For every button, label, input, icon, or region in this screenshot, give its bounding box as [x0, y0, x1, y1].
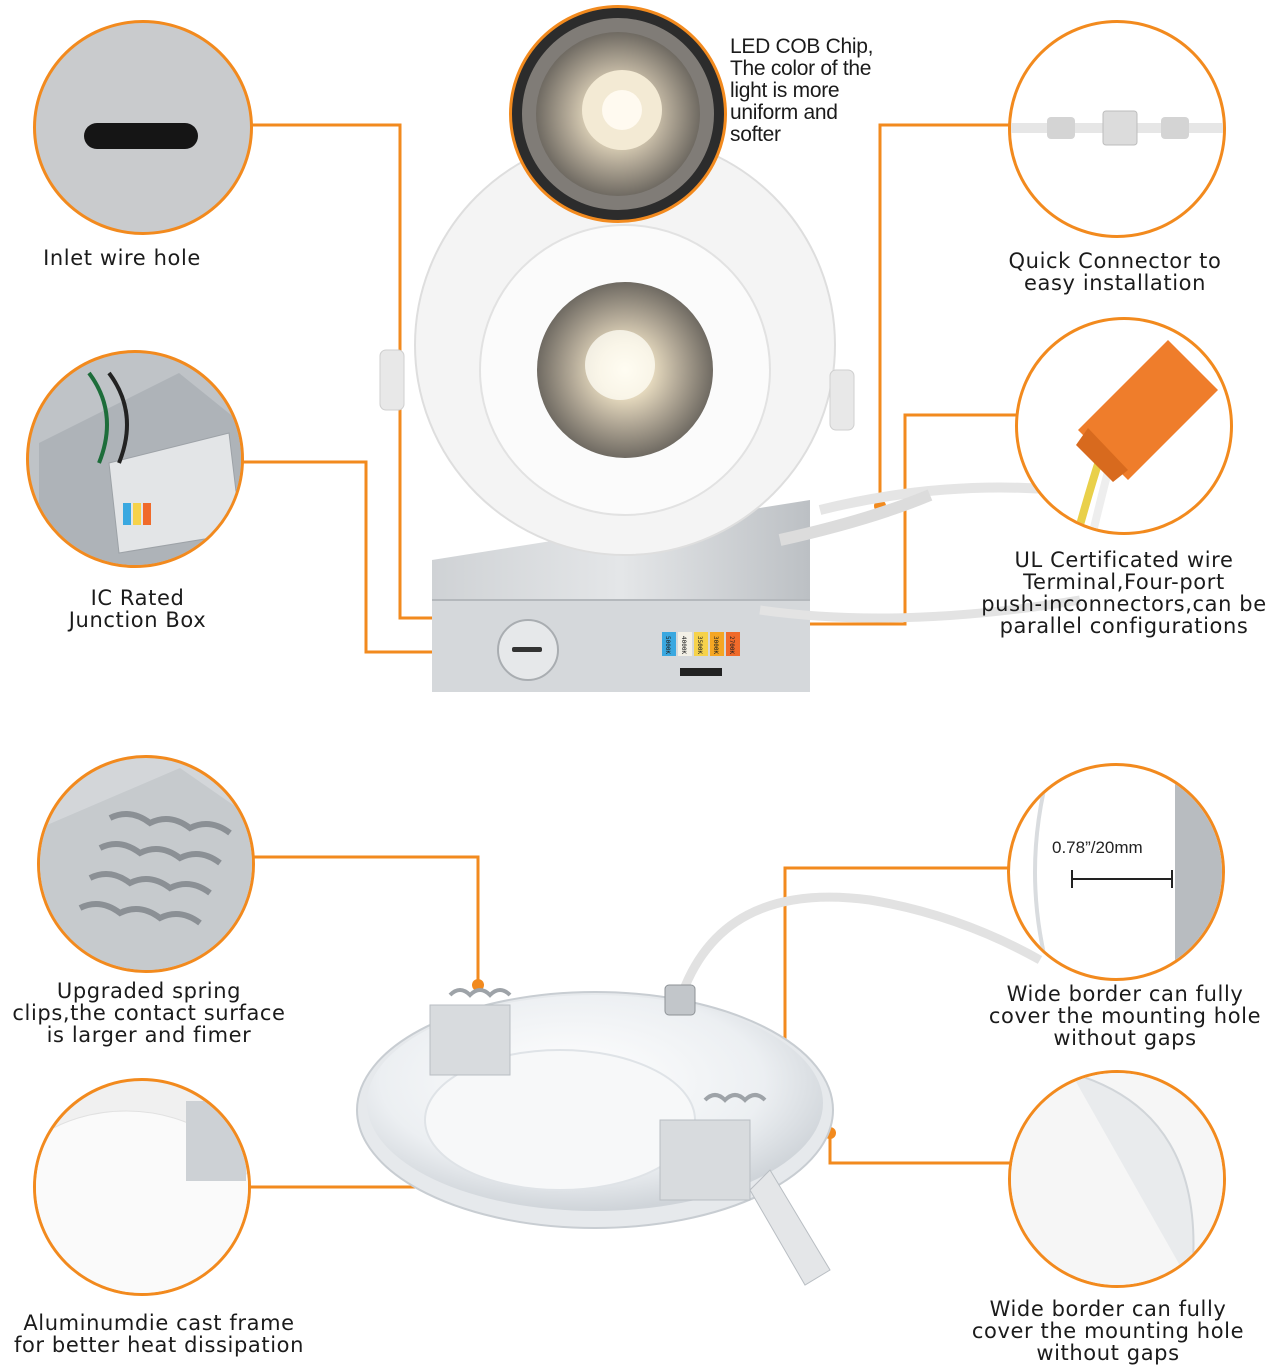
inlet-wire-hole-label: Inlet wire hole — [43, 246, 201, 270]
led-chip-icon — [522, 18, 714, 210]
cct-option-3500K: 3500K — [696, 636, 703, 655]
wide-border-bottom-label: Wide border can fully cover the mounting… — [971, 1297, 1245, 1365]
ic-junction-box-callout — [26, 350, 244, 568]
aluminum-frame-label: Aluminumdie cast frame for better heat d… — [13, 1311, 304, 1357]
quick-connector-label: Quick Connector to easy installation — [1008, 249, 1222, 295]
junction-box-icon — [39, 371, 241, 565]
ul-wire-terminal-callout — [1015, 317, 1233, 535]
wire-nut-icon — [1074, 340, 1218, 532]
spring-clip-icon — [40, 768, 252, 970]
slot-hole-icon — [84, 123, 198, 149]
led-cob-chip-callout — [509, 5, 727, 223]
connector-icon — [1011, 110, 1223, 146]
led-cob-chip-label: LED COB Chip, The color of the light is … — [730, 35, 874, 146]
border-dimension-text: 0.78”/20mm — [1052, 838, 1143, 857]
cct-option-5000K: 5000K — [664, 636, 671, 655]
inlet-wire-hole-callout — [33, 20, 253, 235]
ic-junction-box-label: IC Rated Junction Box — [68, 586, 207, 632]
quick-connector-callout — [1008, 20, 1226, 238]
border-edge-icon — [1011, 1073, 1223, 1285]
wide-border-bottom-callout — [1008, 1070, 1226, 1288]
border-measure-icon — [1033, 766, 1222, 978]
cct-switch-labels: 5000K 4000K 3500K 3000K 2700K — [662, 634, 742, 656]
cct-option-3000K: 3000K — [712, 636, 719, 655]
aluminum-frame-callout — [33, 1078, 251, 1296]
frame-icon — [36, 1101, 248, 1293]
wide-border-top-label: Wide border can fully cover the mounting… — [988, 982, 1262, 1050]
cct-option-2700K: 2700K — [728, 636, 735, 655]
cct-option-4000K: 4000K — [680, 636, 687, 655]
wide-border-top-callout: 0.78”/20mm — [1007, 763, 1225, 981]
spring-clip-callout — [37, 755, 255, 973]
ul-wire-terminal-label: UL Certificated wire Terminal,Four-port … — [981, 548, 1267, 638]
spring-clips-label: Upgraded spring clips,the contact surfac… — [12, 979, 286, 1047]
